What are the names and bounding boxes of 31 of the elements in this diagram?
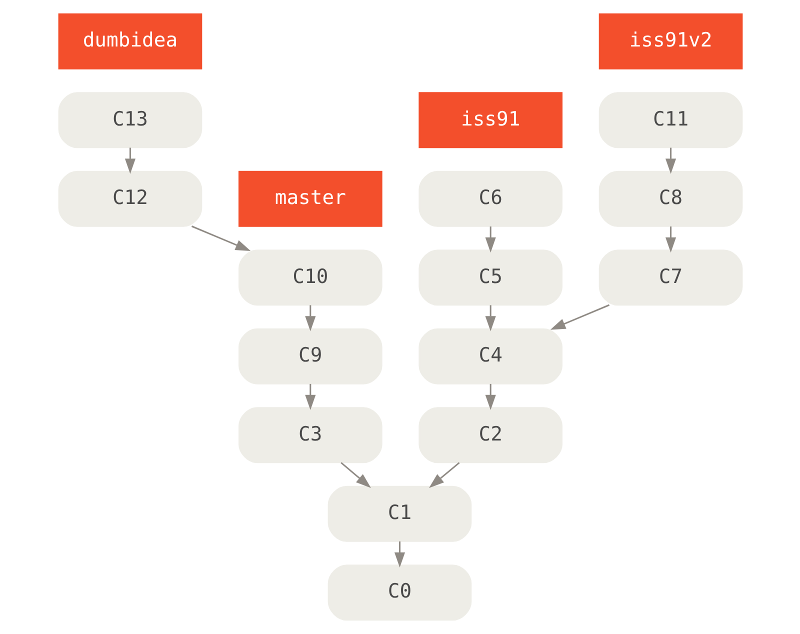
node-box: C2: [418, 407, 562, 464]
node-box: C12: [58, 170, 202, 227]
arrow: [484, 305, 496, 332]
node-box: C11: [598, 92, 742, 148]
node-box: C8: [598, 170, 742, 227]
node-box: C9: [238, 328, 382, 384]
node-box: C5: [418, 250, 562, 306]
arrow: [664, 148, 676, 174]
node-box: dumbidea: [58, 13, 202, 70]
node-box: C7: [598, 250, 742, 306]
arrow: [550, 304, 610, 330]
arrow: [304, 305, 316, 332]
node-box: C0: [327, 564, 472, 621]
arrow: [340, 462, 370, 488]
node-box: C1: [327, 486, 472, 542]
node-box: iss91v2: [598, 13, 742, 70]
arrow: [428, 462, 460, 488]
arrow: [484, 384, 496, 410]
node-box: C10: [238, 250, 382, 306]
arrow: [190, 226, 250, 252]
node-box: master: [238, 170, 382, 227]
node-box: iss91: [418, 92, 562, 148]
arrow: [124, 148, 136, 174]
arrow: [664, 226, 676, 253]
node-box: C6: [418, 170, 562, 227]
node-box: C4: [418, 328, 562, 384]
arrow: [304, 384, 316, 410]
node-box: C13: [58, 92, 202, 148]
node-box: C3: [238, 407, 382, 464]
arrow: [394, 541, 405, 568]
arrow: [484, 226, 496, 253]
